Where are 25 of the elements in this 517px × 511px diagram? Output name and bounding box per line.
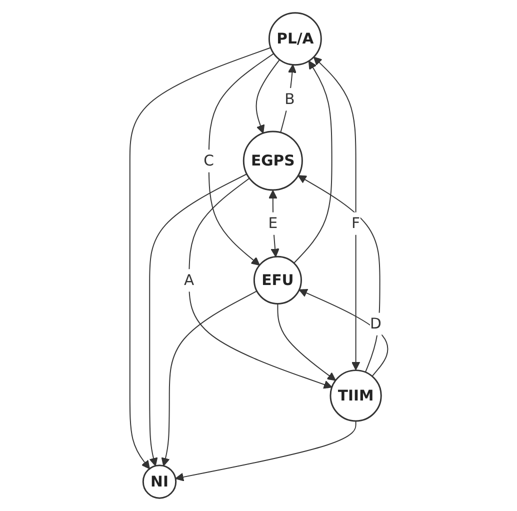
edge-label: B <box>284 90 294 108</box>
edge-label: E <box>268 214 278 232</box>
arrow <box>174 420 356 482</box>
edge-label: A <box>184 271 194 289</box>
arrow <box>297 175 380 373</box>
edge-label: C <box>203 152 214 170</box>
arrow <box>293 60 332 264</box>
node-circle: EGPS <box>242 130 303 191</box>
arrow <box>160 290 258 466</box>
node-circle: NI <box>142 464 176 499</box>
arrow <box>255 59 280 134</box>
arrow <box>148 174 247 466</box>
arrow <box>276 303 336 381</box>
arrow <box>280 64 296 133</box>
node-circle: TIIM <box>329 370 382 422</box>
node-circle: EFU <box>253 256 302 304</box>
edge-label: D <box>370 314 382 332</box>
arrow <box>188 178 332 389</box>
arrow <box>129 47 271 470</box>
arrow <box>313 56 360 370</box>
arrow <box>298 288 388 377</box>
arrow <box>268 190 280 258</box>
edge-label: F <box>351 214 360 232</box>
arrow <box>208 53 274 266</box>
node-circle: PL/A <box>268 12 322 66</box>
